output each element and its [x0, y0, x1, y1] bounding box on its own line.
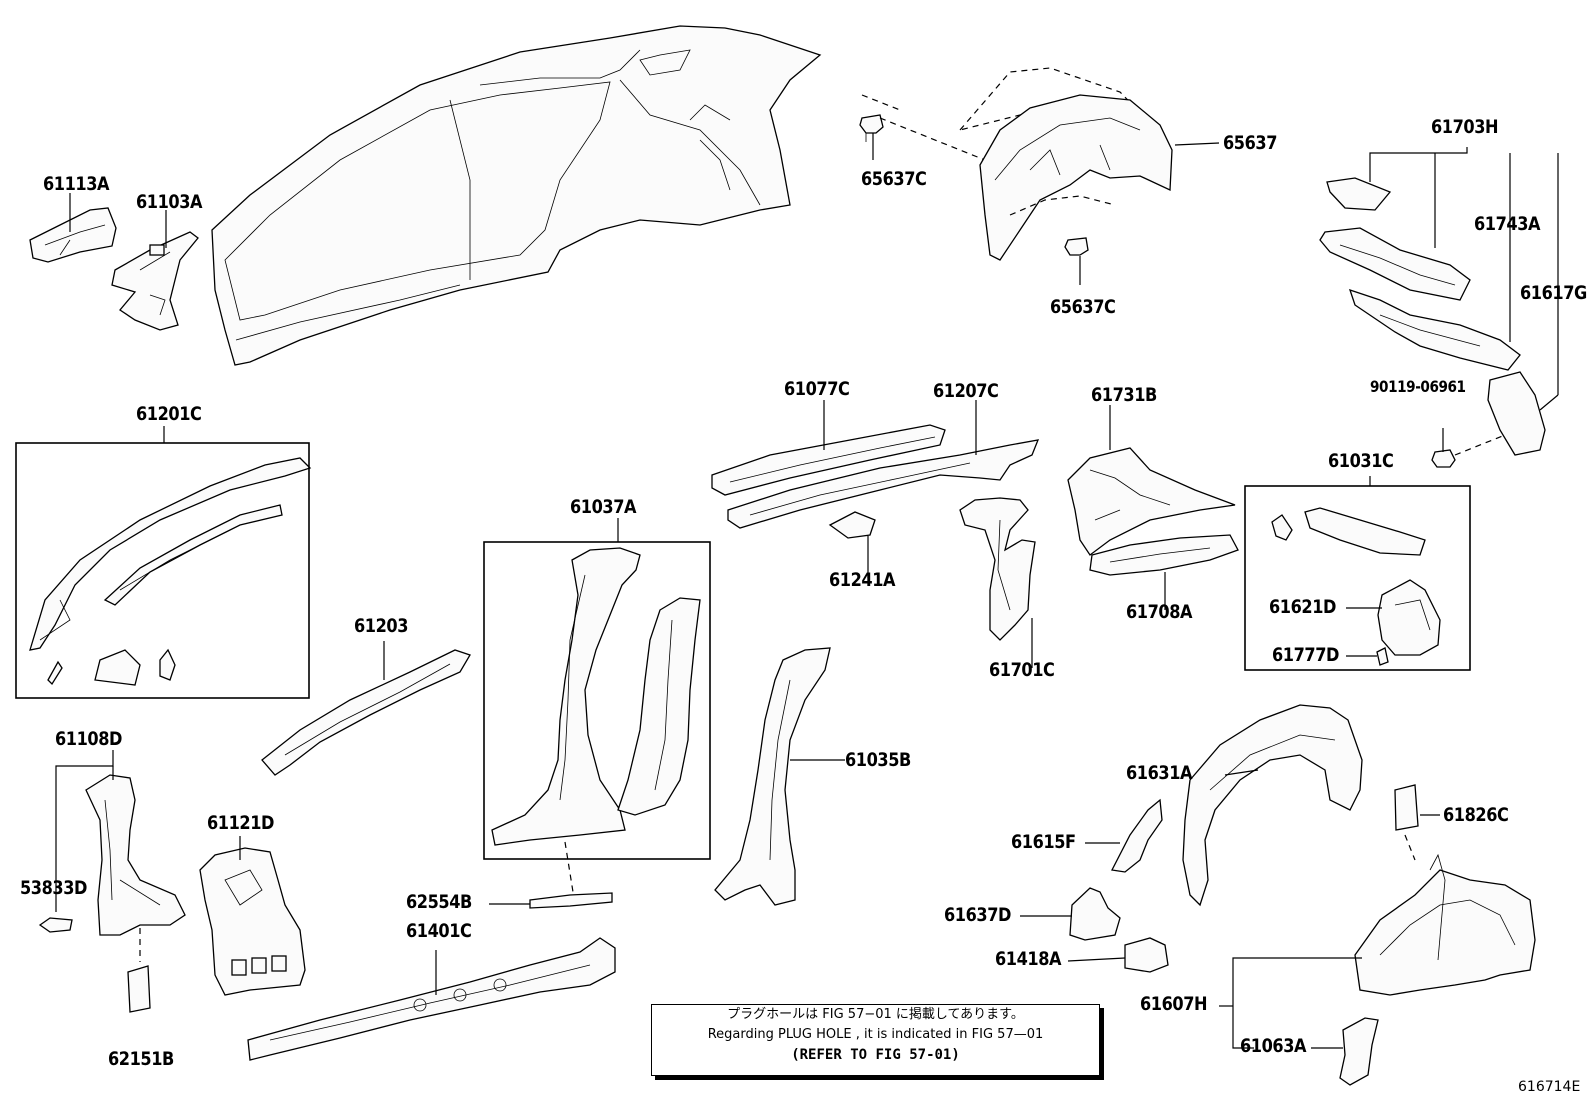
part-61108D-pillar[interactable] — [85, 774, 186, 936]
part-61701C-pillar[interactable] — [959, 497, 1036, 641]
label-61031C[interactable]: 61031C — [1328, 450, 1394, 472]
label-61121D[interactable]: 61121D — [207, 812, 275, 834]
part-61617G-lower[interactable] — [1487, 371, 1546, 456]
label-90119-06961[interactable]: 90119-06961 — [1370, 377, 1466, 396]
note-line-reference: (REFER TO FIG 57-01) — [791, 1047, 960, 1063]
label-61743A[interactable]: 61743A — [1474, 213, 1541, 235]
label-65637[interactable]: 65637 — [1223, 132, 1278, 154]
label-61207C[interactable]: 61207C — [933, 380, 999, 402]
part-61401C-rocker[interactable] — [247, 937, 616, 1061]
label-61401C[interactable]: 61401C — [406, 920, 472, 942]
part-61708A-member[interactable] — [1089, 534, 1239, 576]
part-61631A-wheel-house[interactable] — [1182, 704, 1363, 907]
part-61826C-pad[interactable] — [1394, 784, 1419, 831]
part-62554B-pad[interactable] — [529, 892, 613, 909]
label-61035B[interactable]: 61035B — [845, 749, 911, 771]
label-62151B[interactable]: 62151B — [108, 1048, 174, 1070]
part-61615F-bracket[interactable] — [1111, 798, 1163, 873]
part-61063A-bracket[interactable] — [1339, 1017, 1379, 1086]
part-65637-wheel-liner[interactable] — [958, 67, 1173, 261]
label-61777D[interactable]: 61777D — [1272, 644, 1340, 666]
part-61617G-panel[interactable] — [1348, 288, 1521, 371]
label-61631A[interactable]: 61631A — [1126, 762, 1193, 784]
label-61108D[interactable]: 61108D — [55, 728, 123, 750]
label-61418A[interactable]: 61418A — [995, 948, 1062, 970]
label-61621D[interactable]: 61621D — [1269, 596, 1337, 618]
note-line-japanese: プラグホールは FIG 57−01 に掲載してあります。 — [727, 1007, 1024, 1022]
label-61203[interactable]: 61203 — [354, 615, 409, 637]
part-61703H-bracket[interactable] — [1326, 177, 1392, 211]
group-box-61031C — [1244, 485, 1471, 671]
part-61731B-panel[interactable] — [1067, 447, 1236, 556]
part-61201C-brackets[interactable] — [47, 648, 176, 686]
part-61121D-panel[interactable] — [199, 847, 306, 996]
label-65637C-top[interactable]: 65637C — [861, 168, 927, 190]
group-box-61037A — [483, 541, 711, 860]
label-53833D[interactable]: 53833D — [20, 877, 88, 899]
part-65637C-clip-top[interactable] — [859, 114, 884, 142]
label-61201C[interactable]: 61201C — [136, 403, 202, 425]
part-61113A[interactable] — [29, 207, 117, 263]
part-61607H-quarter-inner[interactable] — [1354, 853, 1536, 996]
label-61037A[interactable]: 61037A — [570, 496, 637, 518]
illustration-code: 616714E — [1518, 1079, 1581, 1095]
part-65637C-clip-bottom[interactable] — [1064, 237, 1089, 256]
bolt-90119-06961[interactable] — [1431, 428, 1456, 468]
label-61077C[interactable]: 61077C — [784, 378, 850, 400]
part-61637D-bracket[interactable] — [1069, 887, 1121, 941]
label-61063A[interactable]: 61063A — [1240, 1035, 1307, 1057]
note-line-english: Regarding PLUG HOLE , it is indicated in… — [707, 1027, 1044, 1042]
label-61615F[interactable]: 61615F — [1011, 831, 1076, 853]
label-61103A[interactable]: 61103A — [136, 191, 203, 213]
plug-hole-note: プラグホールは FIG 57−01 に掲載してあります。 Regarding P… — [651, 1004, 1100, 1076]
label-61731B[interactable]: 61731B — [1091, 384, 1157, 406]
label-61708A[interactable]: 61708A — [1126, 601, 1193, 623]
part-61621D-panel[interactable] — [1377, 579, 1441, 656]
part-61103A[interactable] — [111, 231, 199, 331]
label-61241A[interactable]: 61241A — [829, 569, 896, 591]
body-side-outer-panel[interactable] — [211, 25, 822, 366]
part-61203-rail[interactable] — [261, 649, 471, 776]
part-61777D-piece[interactable] — [1376, 647, 1389, 666]
part-61743A-rail[interactable] — [1319, 227, 1471, 301]
part-53833D-clip[interactable] — [38, 917, 73, 933]
part-61207C-rail[interactable] — [727, 439, 1040, 529]
part-61037A-pillar-inner[interactable] — [617, 597, 701, 816]
label-61703H[interactable]: 61703H — [1431, 116, 1499, 138]
label-61637D[interactable]: 61637D — [944, 904, 1012, 926]
part-61418A-bracket[interactable] — [1124, 937, 1169, 973]
part-61035B-pillar[interactable] — [714, 647, 831, 906]
label-61701C[interactable]: 61701C — [989, 659, 1055, 681]
leader-lines — [55, 133, 1559, 1049]
group-box-61201C — [15, 442, 310, 699]
label-61113A[interactable]: 61113A — [43, 173, 110, 195]
label-65637C-bottom[interactable]: 65637C — [1050, 296, 1116, 318]
part-61077C-rail[interactable] — [711, 424, 946, 496]
part-61031C-rail[interactable] — [1271, 507, 1426, 556]
label-62554B[interactable]: 62554B — [406, 891, 472, 913]
part-61037A-pillar-outer[interactable] — [491, 547, 641, 846]
part-61241A-bracket[interactable] — [828, 511, 876, 539]
part-61201C-roof-rail[interactable] — [29, 457, 312, 651]
label-61826C[interactable]: 61826C — [1443, 804, 1509, 826]
label-61617G[interactable]: 61617G — [1520, 282, 1587, 304]
part-62151B-pad[interactable] — [127, 965, 151, 1013]
label-61607H[interactable]: 61607H — [1140, 993, 1208, 1015]
